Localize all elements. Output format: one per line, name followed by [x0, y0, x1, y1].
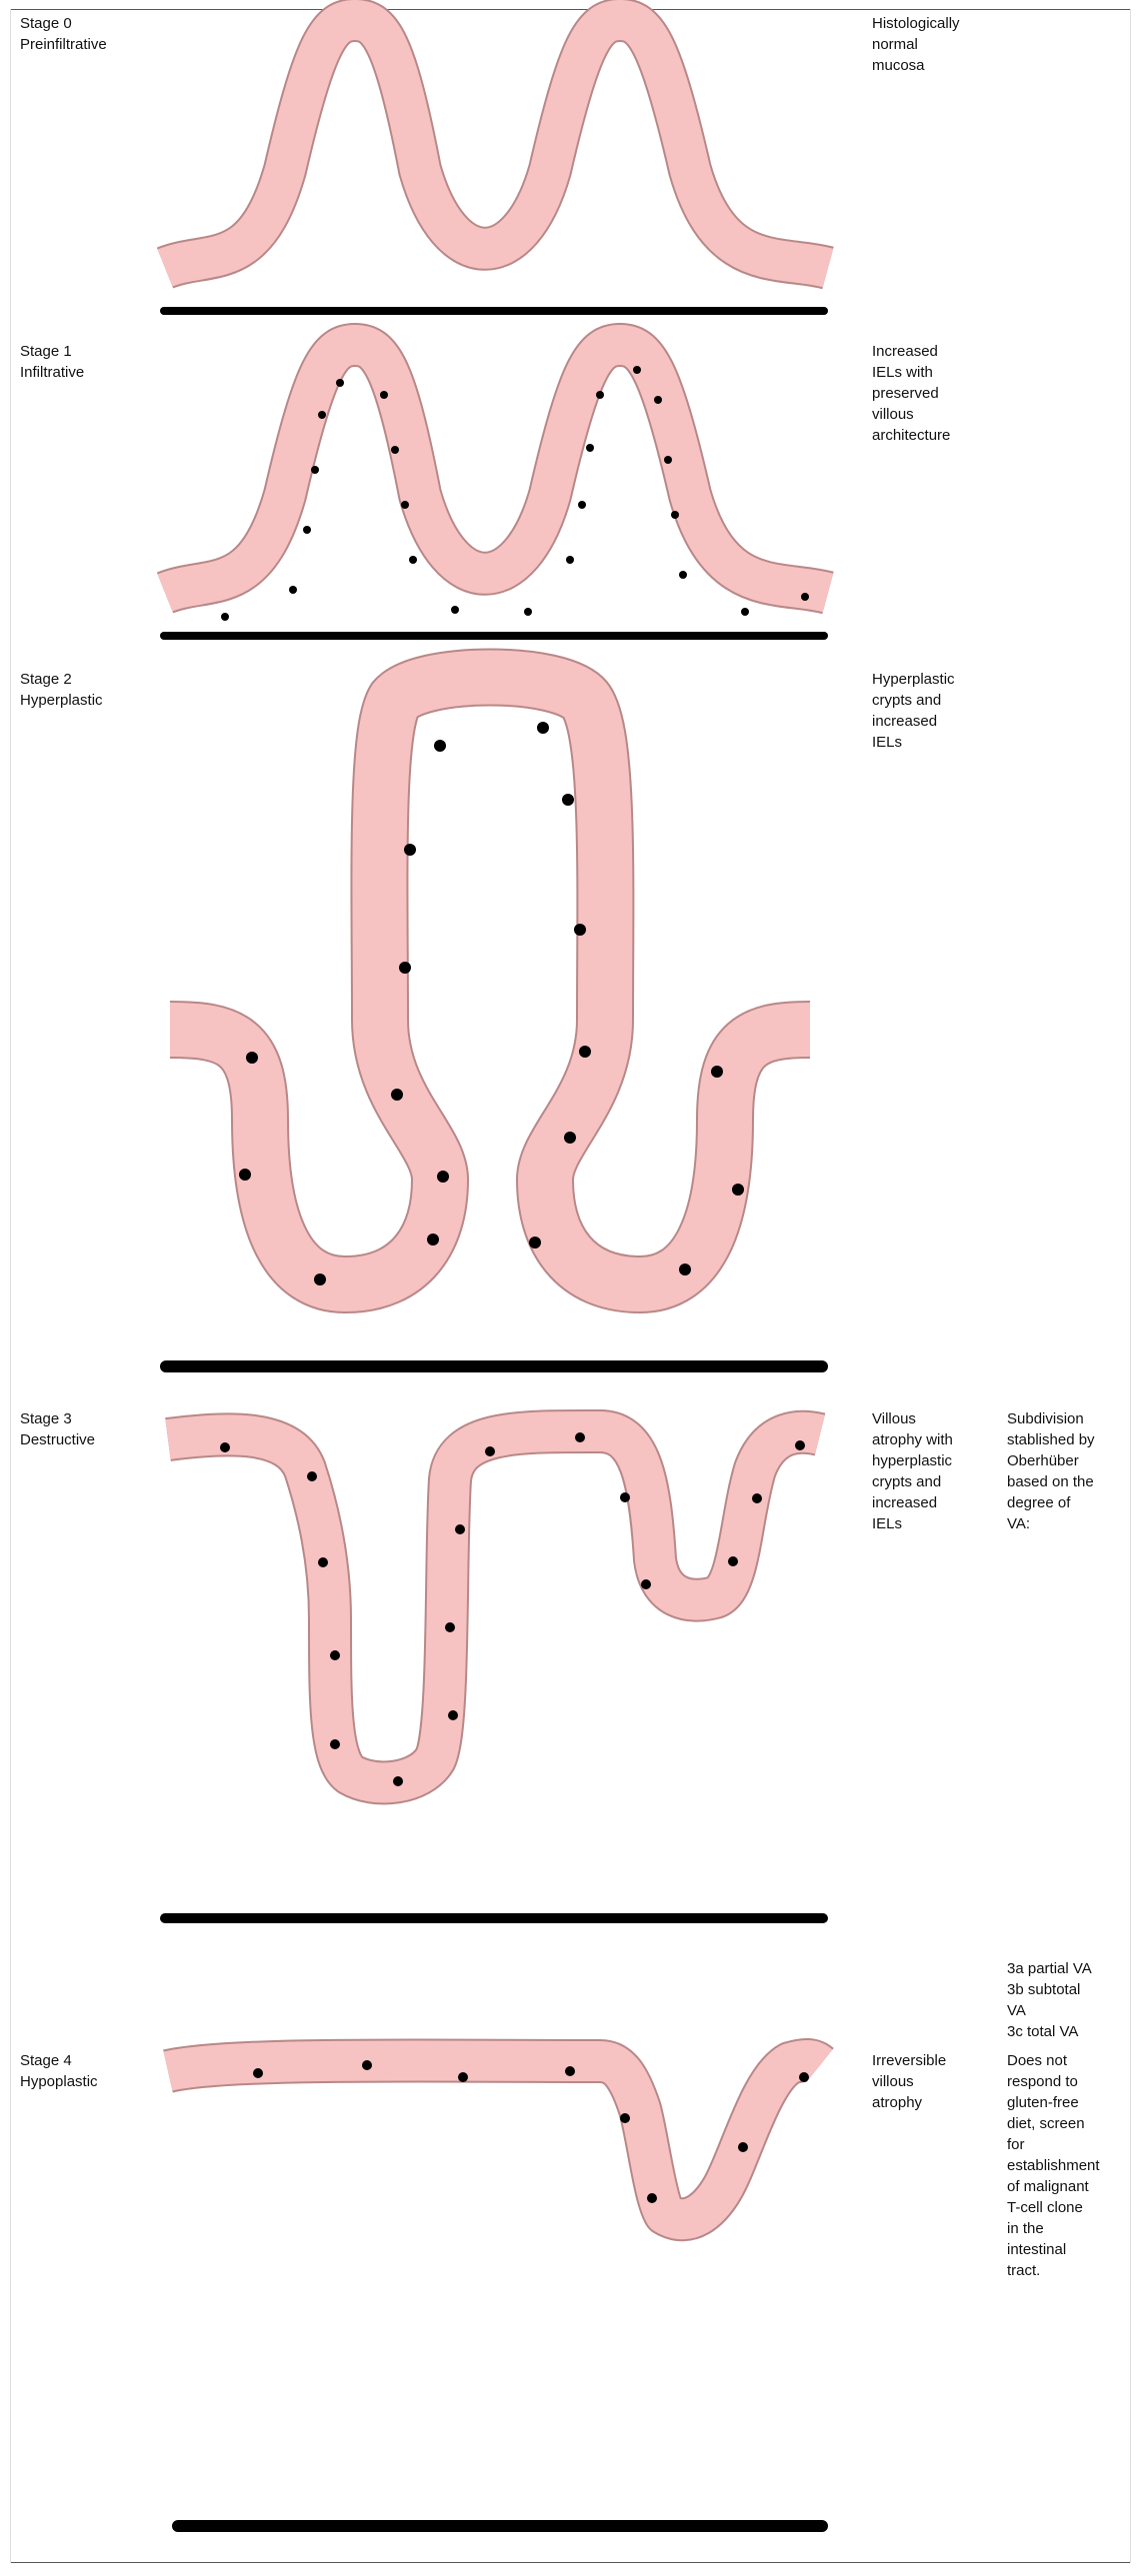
- stage-1-lymphocytes: [221, 366, 809, 621]
- stage-3-label: Stage 3 Destructive: [20, 1410, 96, 1448]
- stage-0-diagram: [156, 0, 834, 315]
- table-right-border: [1130, 9, 1131, 2563]
- stage-1-diagram: [156, 323, 834, 640]
- stage-1-epithelium: [157, 325, 834, 613]
- stage-3-basement-membrane: [160, 1913, 828, 1923]
- stage-3-diagram: [160, 1408, 828, 1923]
- stage-2-basement-membrane: [160, 1360, 828, 1372]
- stage-4-note: Does not respond to gluten-free diet, sc…: [1007, 2052, 1100, 2279]
- stage-2-lymphocytes: [239, 722, 744, 1286]
- stage-4-description: Irreversible villous atrophy: [872, 2052, 947, 2111]
- stage-2-diagram: [160, 648, 828, 1372]
- stage-1-label: Stage 1 Infiltrative: [20, 343, 85, 381]
- stage-1-basement-membrane: [160, 632, 828, 640]
- stage-0-basement-membrane: [160, 307, 828, 315]
- stage-1-description: Increased IELs with preserved villous ar…: [872, 343, 951, 444]
- stage-4-lymphocytes: [253, 2060, 809, 2203]
- stage-4-label: Stage 4 Hypoplastic: [20, 2052, 98, 2090]
- stage-3-subdivision-note: Subdivision stablished by Oberhüber base…: [1007, 1410, 1095, 1532]
- table-bottom-rule: [10, 2562, 1131, 2563]
- stage-3-description: Villous atrophy with hyperplastic crypts…: [872, 1410, 953, 1532]
- table-top-rule: [10, 9, 1131, 10]
- stage-3-subtypes: 3a partial VA 3b subtotal VA 3c total VA: [1007, 1960, 1092, 2040]
- stage-2-epithelium: [169, 650, 811, 1311]
- stage-4-epithelium: [163, 2039, 833, 2240]
- stage-2-label: Stage 2 Hyperplastic: [20, 671, 103, 709]
- stage-4-diagram: [163, 2037, 834, 2532]
- stage-2-description: Hyperplastic crypts and increased IELs: [872, 671, 955, 751]
- stage-0-description: Histologically normal mucosa: [872, 15, 960, 74]
- stage-4-basement-membrane: [172, 2520, 828, 2532]
- table-left-border: [10, 9, 11, 2563]
- stage-3-epithelium: [165, 1410, 825, 1803]
- stage-0-label: Stage 0 Preinfiltrative: [20, 15, 107, 53]
- stage-3-lymphocytes: [220, 1432, 805, 1786]
